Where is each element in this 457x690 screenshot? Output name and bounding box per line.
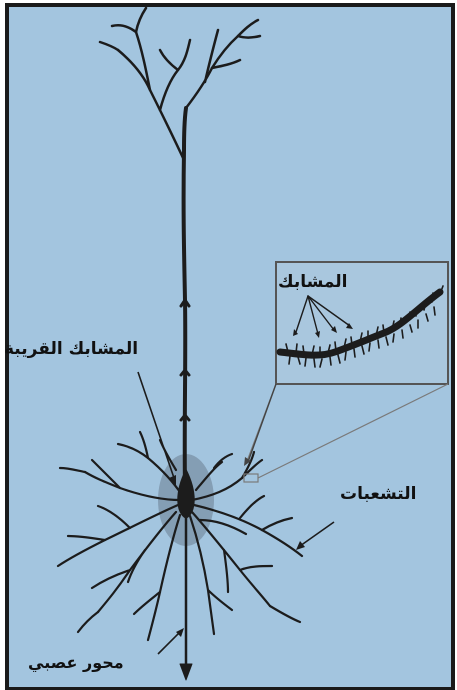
axon-label: محور عصبي xyxy=(28,655,124,671)
dendrites-label: التشعبات xyxy=(340,486,416,503)
proximal-synapses-label: المشابك القريبة xyxy=(4,341,176,358)
synapses-label: المشابك xyxy=(278,274,348,291)
